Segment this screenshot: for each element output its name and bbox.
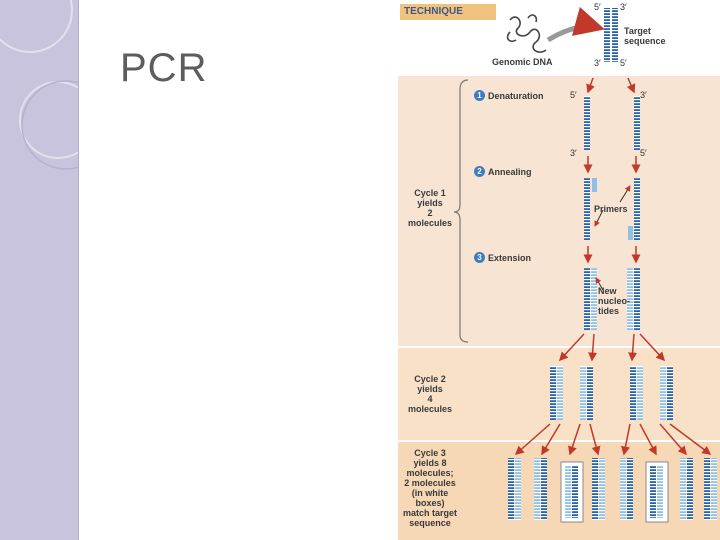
step3-number: 3: [474, 252, 485, 263]
cycle3-line: sequence: [409, 518, 451, 528]
cycle3-line: (in white: [411, 488, 449, 498]
pcr-diagram-graphics: [398, 4, 720, 540]
step3-label: Extension: [488, 253, 532, 263]
prime-label: 5′: [640, 148, 647, 158]
cycle3-line: molecules;: [406, 468, 454, 478]
cycle1-line: 2: [427, 208, 433, 218]
prime-label: 3′: [570, 148, 577, 158]
annealed-strands: [584, 178, 640, 240]
cycle3-line: yields 8: [413, 458, 447, 468]
cycle2-line: Cycle 2: [414, 374, 446, 384]
genomic-dna-squiggle: [506, 14, 547, 53]
new-nucleotides-line3: tides: [598, 306, 620, 316]
cycle3-line: match target: [402, 508, 457, 518]
cycle1-bracket: [453, 79, 469, 343]
genomic-to-target-arrow: [546, 6, 605, 43]
cycle1-band: [398, 76, 720, 346]
prime-label: 3′: [640, 90, 647, 100]
step2-label: Annealing: [488, 167, 532, 177]
decorative-circles: [0, 0, 78, 170]
cycle3-line: 2 molecules: [404, 478, 456, 488]
prime-label: 5′: [620, 58, 627, 68]
cycle3-molecules: [508, 458, 717, 523]
cycle3-line: Cycle 3: [414, 448, 446, 458]
slide-sidebar: [0, 0, 79, 540]
slide-title: PCR: [120, 46, 208, 90]
target-duplex: [604, 8, 618, 62]
step1-number: 1: [474, 90, 485, 101]
separated-strands: [584, 96, 640, 150]
cycle1-label: Cycle 1 yields 2 molecules: [402, 188, 458, 228]
cycle1-line: Cycle 1: [414, 188, 446, 198]
pcr-figure: TECHNIQUE 5′ 3′ 3′ 5′ Target sequence Ge…: [398, 0, 720, 540]
cycle2-line: 4: [427, 394, 433, 404]
cycle2-line: yields: [417, 384, 443, 394]
primers-label: Primers: [594, 204, 628, 214]
cycle2-molecules: [550, 366, 673, 420]
cycle3-label: Cycle 3 yields 8 molecules; 2 molecules …: [398, 448, 462, 528]
step2-number: 2: [474, 166, 485, 177]
extended-strands: [584, 268, 640, 330]
cycle1-line: yields: [417, 198, 443, 208]
cycle3-line: boxes): [415, 498, 445, 508]
prime-label: 5′: [570, 90, 577, 100]
technique-header: TECHNIQUE: [404, 6, 463, 17]
cycle1-line: molecules: [407, 218, 453, 228]
step1-label: Denaturation: [488, 91, 544, 101]
target-label-line2: sequence: [624, 36, 666, 46]
prime-label: 3′: [620, 2, 627, 12]
prime-label: 3′: [594, 58, 601, 68]
cycle2-label: Cycle 2 yields 4 molecules: [402, 374, 458, 414]
new-nucleotides-line2: nucleo-: [598, 296, 631, 306]
cycle2-line: molecules: [407, 404, 453, 414]
target-label-line1: Target: [624, 26, 651, 36]
prime-label: 5′: [594, 2, 601, 12]
new-nucleotides-line1: New: [598, 286, 617, 296]
genomic-dna-label: Genomic DNA: [492, 57, 553, 67]
technique-header-bg: [400, 4, 496, 20]
